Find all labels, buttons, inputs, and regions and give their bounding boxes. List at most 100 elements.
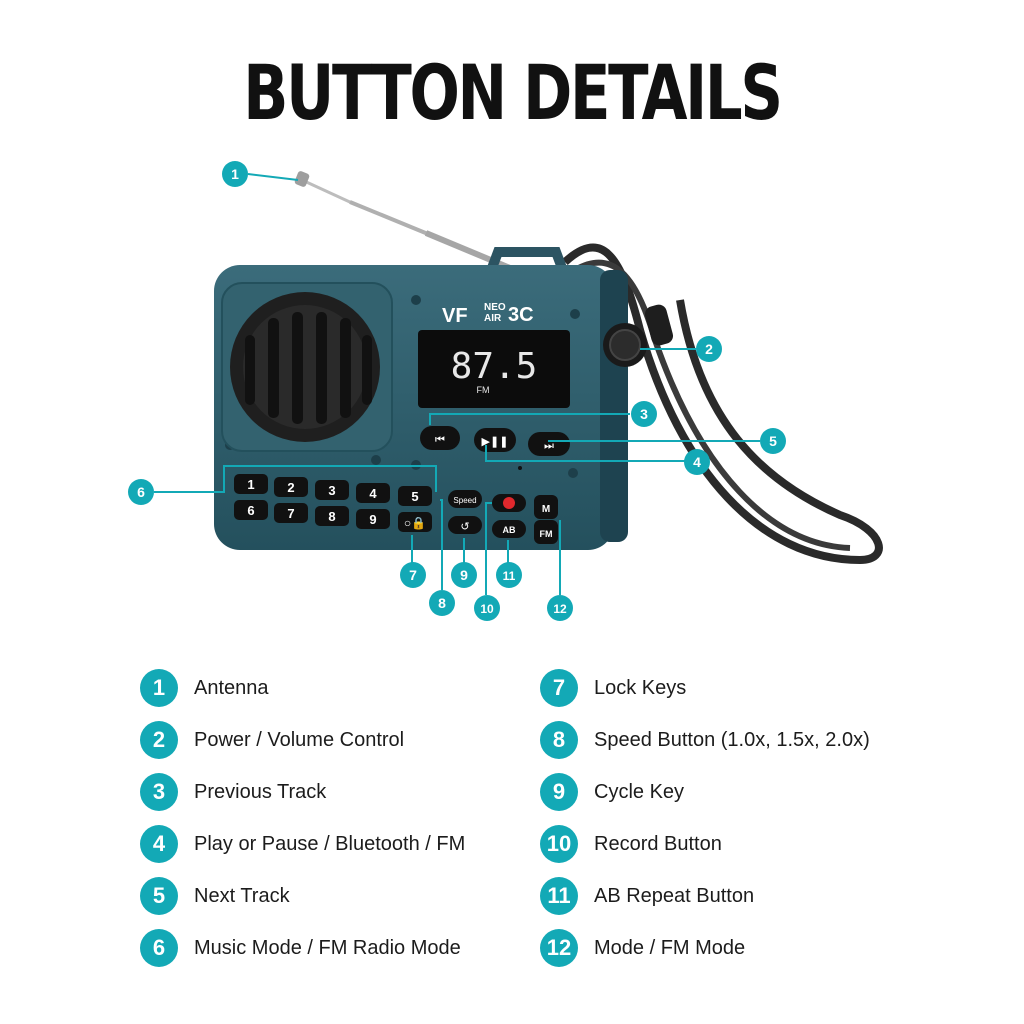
transport-controls: ⏮ ▶❚❚ ⏭ [420, 426, 570, 470]
svg-text:6: 6 [247, 503, 254, 518]
legend-label: Record Button [594, 832, 722, 855]
next-icon: ⏭ [544, 440, 554, 452]
svg-text:12: 12 [553, 602, 567, 616]
svg-text:9: 9 [460, 567, 468, 583]
legend-item-speed: 8 Speed Button (1.0x, 1.5x, 2.0x) [540, 720, 870, 760]
svg-text:2: 2 [705, 341, 713, 357]
svg-text:5: 5 [769, 433, 777, 449]
key-8[interactable] [315, 506, 349, 526]
legend-label: Antenna [194, 676, 269, 699]
svg-text:AB: AB [503, 525, 516, 535]
legend-item-music-fm-mode: 6 Music Mode / FM Radio Mode [140, 928, 461, 968]
previous-track-button[interactable] [420, 426, 460, 450]
legend-item-mode-fm: 12 Mode / FM Mode [540, 928, 745, 968]
svg-text:AIR: AIR [484, 313, 502, 324]
speed-button[interactable] [448, 490, 482, 508]
svg-text:VF: VF [442, 305, 468, 327]
callout-badges: 1 2 3 4 5 6 7 8 [128, 161, 786, 621]
legend-label: Cycle Key [594, 780, 685, 803]
legend-label: Speed Button (1.0x, 1.5x, 2.0x) [594, 728, 870, 751]
legend-label: Mode / FM Mode [594, 936, 746, 959]
legend-item-play-pause: 4 Play or Pause / Bluetooth / FM [140, 824, 465, 864]
key-5[interactable] [398, 486, 432, 506]
cycle-key-button[interactable] [448, 516, 482, 534]
svg-text:2: 2 [287, 480, 294, 495]
svg-text:7: 7 [409, 567, 417, 583]
callout-6: 6 [128, 479, 154, 505]
key-2[interactable] [274, 477, 308, 497]
legend-item-previous-track: 3 Previous Track [140, 772, 326, 812]
svg-text:FM: FM [540, 529, 553, 539]
wrist-strap [562, 243, 883, 565]
svg-text:3: 3 [328, 483, 335, 498]
svg-text:4: 4 [369, 486, 377, 501]
callout-1: 1 [222, 161, 248, 187]
page-title: BUTTON DETAILS [243, 48, 783, 137]
legend-number: 7 [540, 669, 578, 707]
svg-text:3: 3 [640, 406, 648, 422]
key-7[interactable] [274, 503, 308, 523]
play-pause-button[interactable] [474, 428, 516, 452]
next-track-button[interactable] [528, 432, 570, 456]
legend-number: 9 [540, 773, 578, 811]
callout-7: 7 [400, 562, 426, 588]
legend-number: 5 [140, 877, 178, 915]
legend-number: 3 [140, 773, 178, 811]
legend-number: 6 [140, 929, 178, 967]
legend-label: AB Repeat Button [594, 884, 755, 907]
key-3[interactable] [315, 480, 349, 500]
legend-item-record: 10 Record Button [540, 824, 722, 864]
svg-text:8: 8 [328, 509, 335, 524]
svg-text:1: 1 [247, 477, 254, 492]
callout-11: 11 [496, 562, 522, 588]
callout-10: 10 [474, 595, 500, 621]
legend-number: 4 [140, 825, 178, 863]
function-buttons: Speed ↺ AB M FM [448, 490, 558, 544]
fm-mode-button[interactable] [534, 520, 558, 544]
display-frequency: 87.5 [451, 346, 538, 387]
svg-text:9: 9 [369, 512, 376, 527]
speaker-grille [221, 282, 393, 452]
legend-item-power-volume: 2 Power / Volume Control [140, 720, 404, 760]
mode-button[interactable] [534, 495, 558, 519]
lock-icon: ○🔒 [404, 516, 426, 530]
svg-text:M: M [542, 504, 550, 515]
key-9[interactable] [356, 509, 390, 529]
callout-5: 5 [760, 428, 786, 454]
legend-item-lock-keys: 7 Lock Keys [540, 668, 686, 708]
svg-text:1: 1 [231, 166, 239, 182]
legend-number: 2 [140, 721, 178, 759]
ab-repeat-button[interactable] [492, 520, 526, 538]
callout-2: 2 [696, 336, 722, 362]
volume-knob[interactable] [603, 323, 647, 367]
svg-text:8: 8 [438, 595, 446, 611]
callout-3: 3 [631, 401, 657, 427]
legend-label: Power / Volume Control [194, 728, 405, 751]
svg-text:4: 4 [693, 454, 701, 470]
legend-number: 10 [540, 825, 578, 863]
legend-item-ab-repeat: 11 AB Repeat Button [540, 876, 754, 916]
record-icon [503, 497, 515, 509]
legend-label: Next Track [194, 884, 290, 907]
key-4[interactable] [356, 483, 390, 503]
previous-icon: ⏮ [435, 434, 445, 446]
lock-keys-button[interactable] [398, 512, 432, 532]
radio-illustration: VF NEO AIR 3C 87.5 FM ⏮ ▶❚❚ ⏭ 1 2 3 4 5 [128, 161, 883, 621]
display-band: FM [477, 385, 490, 395]
legend-label: Play or Pause / Bluetooth / FM [194, 832, 466, 855]
antenna [294, 171, 512, 271]
lcd-display: 87.5 FM [418, 330, 570, 408]
legend-number: 1 [140, 669, 178, 707]
callout-4: 4 [684, 449, 710, 475]
legend-item-antenna: 1 Antenna [140, 668, 269, 708]
legend-number: 8 [540, 721, 578, 759]
legend-label: Lock Keys [594, 676, 687, 699]
legend-label: Previous Track [194, 780, 327, 803]
svg-text:5: 5 [411, 489, 418, 504]
button-legend: 1 Antenna 2 Power / Volume Control 3 Pre… [140, 668, 920, 978]
legend-item-next-track: 5 Next Track [140, 876, 290, 916]
legend-number: 11 [540, 877, 578, 915]
legend-item-cycle-key: 9 Cycle Key [540, 772, 684, 812]
key-6[interactable] [234, 500, 268, 520]
key-1[interactable] [234, 474, 268, 494]
